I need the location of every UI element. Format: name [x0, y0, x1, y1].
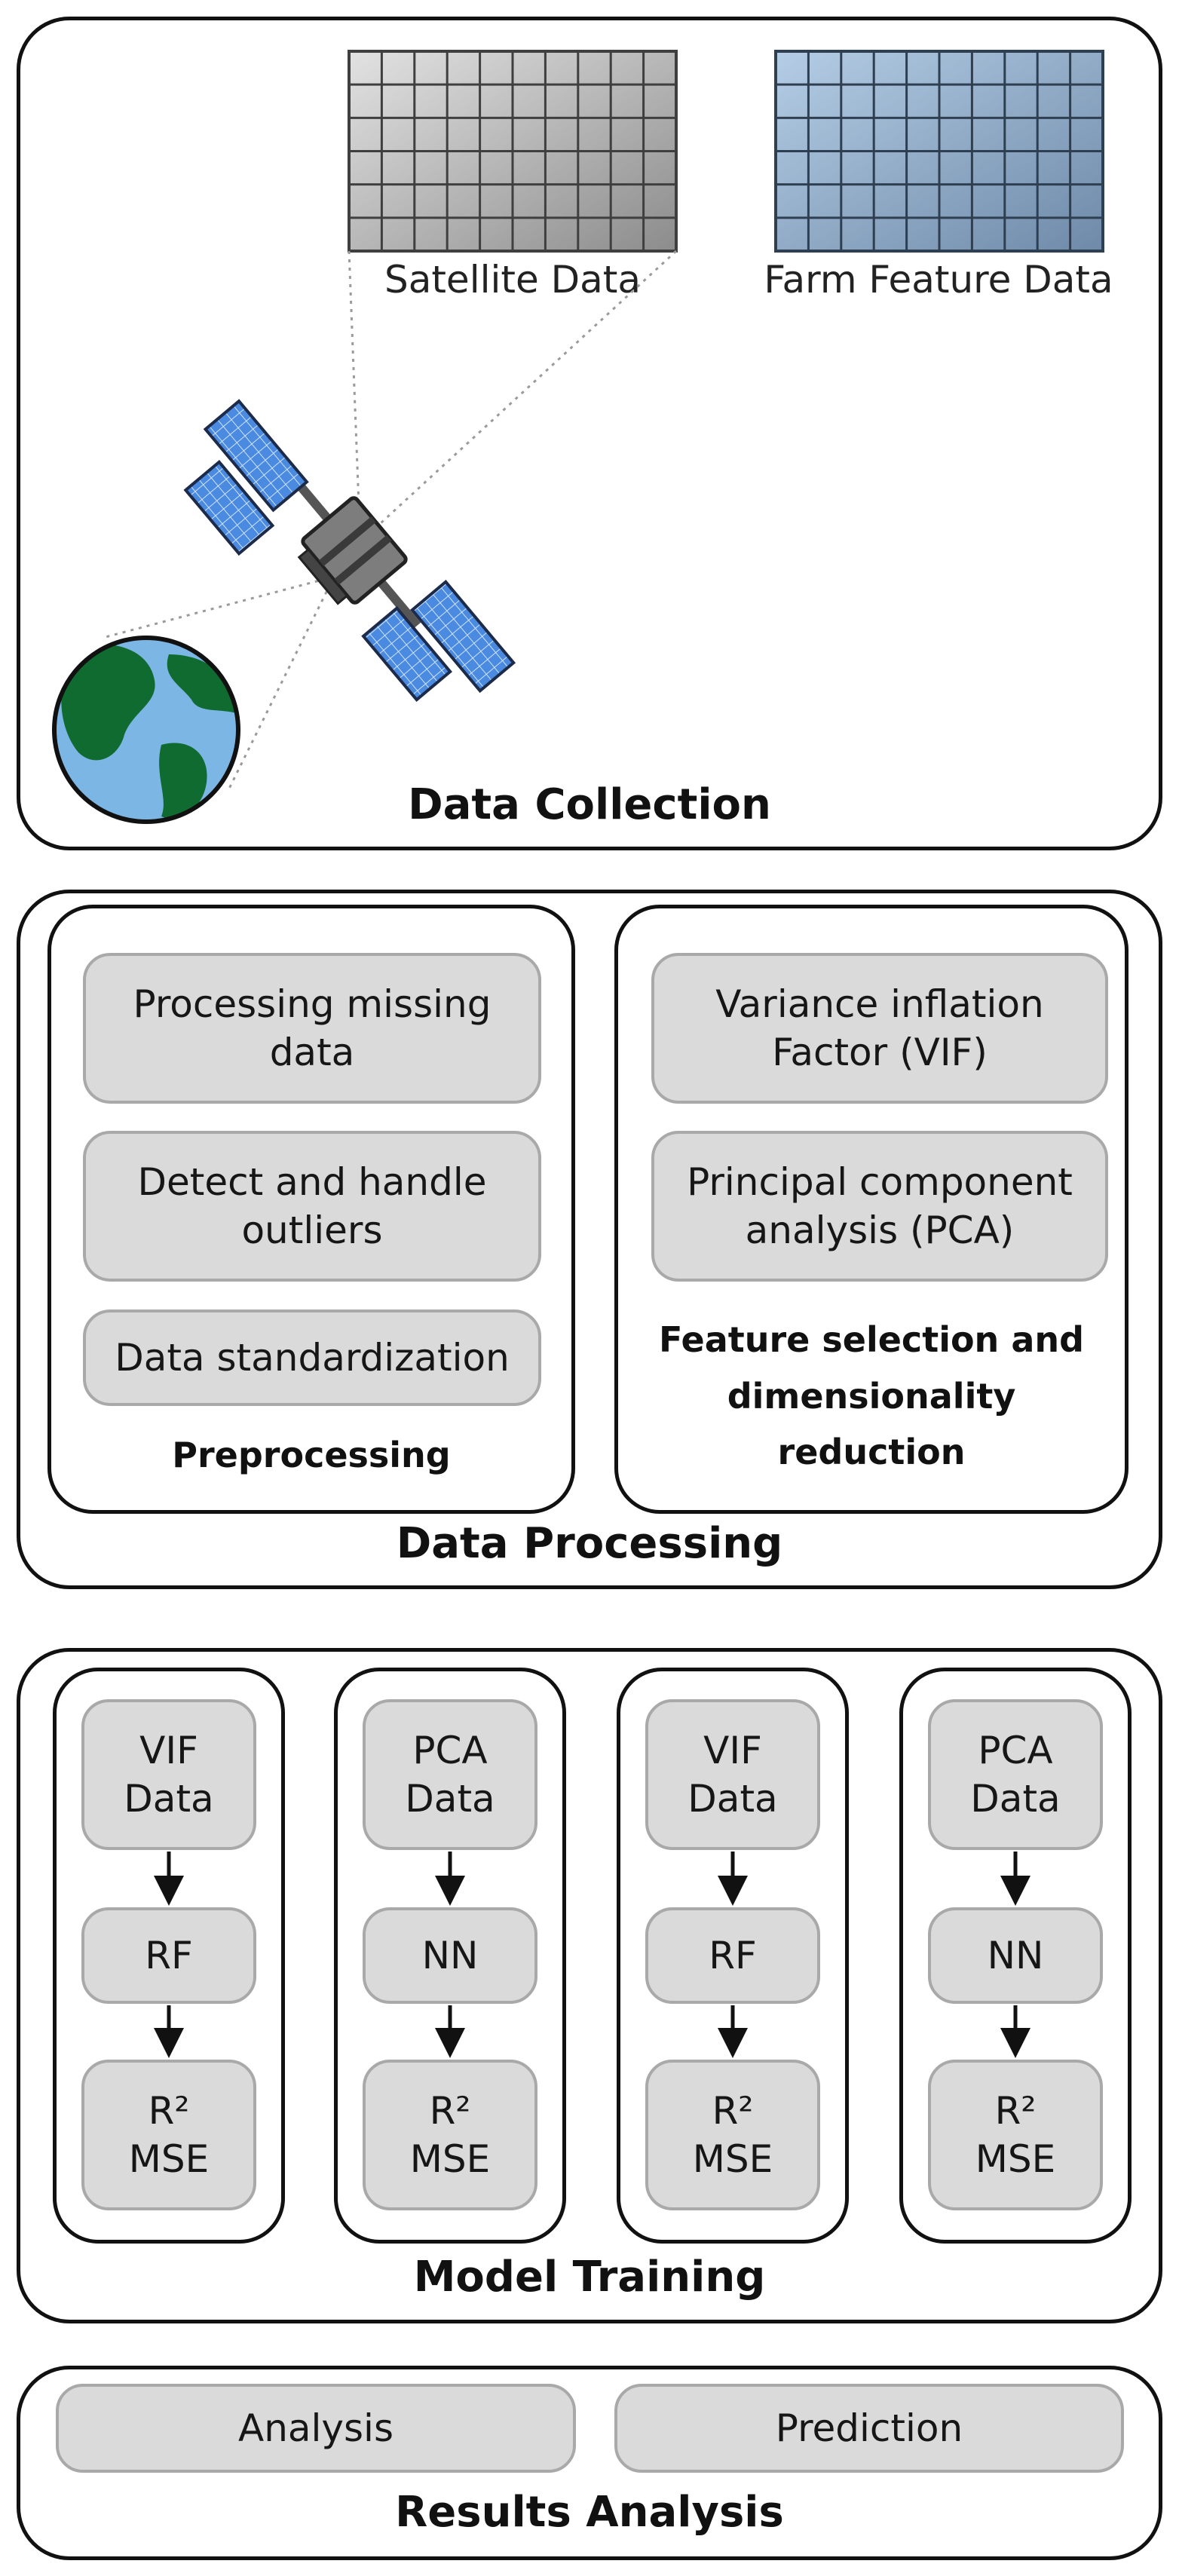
satellite-data-grid-icon — [348, 50, 678, 253]
pipeline-1-model: RF — [81, 1907, 256, 2004]
pipeline-1-data: VIF Data — [81, 1699, 256, 1850]
pipeline-1-metrics: R² MSE — [81, 2060, 256, 2210]
pipeline-4-model: NN — [928, 1907, 1103, 2004]
pipeline-2-data: PCA Data — [363, 1699, 537, 1850]
pipeline-arrows — [154, 1852, 1030, 2058]
pipeline-2-metrics: R² MSE — [363, 2060, 537, 2210]
data-collection-title: Data Collection — [408, 780, 771, 829]
farm-feature-grid-icon — [774, 50, 1104, 253]
detect-outliers-step: Detect and handle outliers — [83, 1131, 541, 1282]
analysis-item: Analysis — [56, 2384, 576, 2473]
processing-missing-data-step: Processing missing data — [83, 953, 541, 1104]
earth-icon — [52, 636, 240, 824]
feature-selection-title: Feature selection and dimensionality red… — [658, 1319, 1085, 1473]
data-processing-title: Data Processing — [396, 1519, 783, 1568]
pipeline-3-metrics: R² MSE — [645, 2060, 820, 2210]
data-standardization-step: Data standardization — [83, 1309, 541, 1406]
results-analysis-title: Results Analysis — [395, 2488, 784, 2537]
satellite-data-caption: Satellite Data — [384, 258, 642, 302]
preprocessing-title: Preprocessing — [172, 1435, 451, 1475]
pipeline-4-metrics: R² MSE — [928, 2060, 1103, 2210]
pca-step: Principal component analysis (PCA) — [651, 1131, 1108, 1282]
beam-lines — [105, 250, 678, 792]
pipeline-2-model: NN — [363, 1907, 537, 2004]
pipeline-3-data: VIF Data — [645, 1699, 820, 1850]
prediction-item: Prediction — [614, 2384, 1124, 2473]
pipeline-4-data: PCA Data — [928, 1699, 1103, 1850]
satellite-icon — [183, 399, 516, 702]
vif-step: Variance inflation Factor (VIF) — [651, 953, 1108, 1104]
pipeline-3-model: RF — [645, 1907, 820, 2004]
model-training-title: Model Training — [413, 2253, 766, 2302]
farm-feature-data-caption: Farm Feature Data — [764, 258, 1113, 302]
